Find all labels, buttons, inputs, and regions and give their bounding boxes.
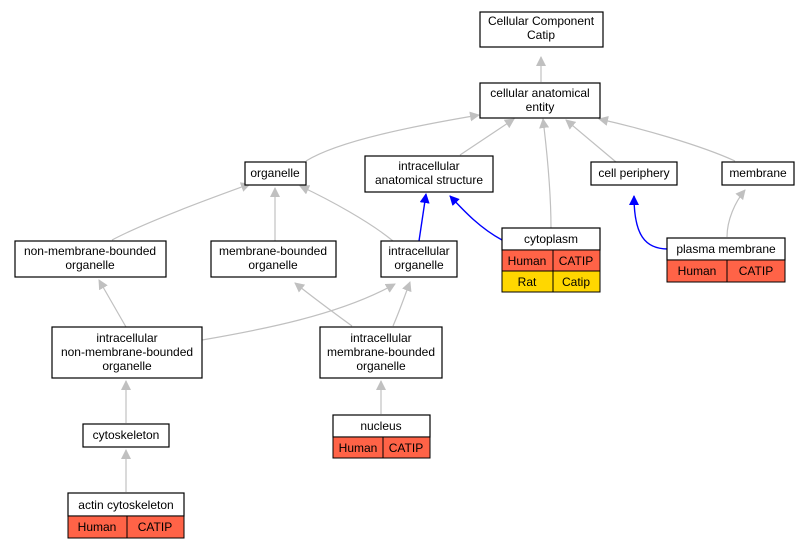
edge-membrane-cae <box>598 116 736 162</box>
node-cell-periphery-label: cell periphery <box>598 166 669 180</box>
node-root-line-1: Cellular Component <box>488 14 595 28</box>
node-ias-line-2: anatomical structure <box>375 173 483 187</box>
node-mbo-line-2: organelle <box>248 258 298 272</box>
node-nucleus[interactable]: nucleus Human CATIP <box>332 414 431 459</box>
edge-cellperiphery-cae <box>565 119 617 163</box>
plasma-membrane-ortholog-human-species: Human <box>678 264 717 278</box>
edge-organelle-cae <box>305 111 480 162</box>
edge-imbo-io <box>392 281 412 327</box>
node-io-line-2: organelle <box>394 258 444 272</box>
node-cae-line-1: cellular anatomical <box>490 86 589 100</box>
node-cae-line-2: entity <box>526 100 555 114</box>
node-cytoplasm-label: cytoplasm <box>524 232 578 246</box>
node-root-line-2: Catip <box>527 28 555 42</box>
node-cytoplasm[interactable]: cytoplasm Human CATIP Rat Catip <box>501 227 601 293</box>
node-cellular-anatomical-entity[interactable]: cellular anatomical entity <box>479 82 601 119</box>
cytoplasm-ortholog-human-species: Human <box>508 254 547 268</box>
node-intracellular-organelle[interactable]: intracellular organelle <box>380 240 458 278</box>
node-inmbo-line-3: organelle <box>102 359 152 373</box>
node-imbo-line-3: organelle <box>356 359 406 373</box>
node-actin-cytoskeleton[interactable]: actin cytoskeleton Human CATIP <box>67 492 185 539</box>
edge-ias-cae <box>459 118 515 156</box>
plasma-membrane-ortholog-human-gene-cell <box>726 259 786 283</box>
cytoplasm-ortholog-rat-species: Rat <box>518 275 537 289</box>
edge-inmbo-nmbo <box>98 279 127 328</box>
node-imbo-line-1: intracellular <box>350 331 411 345</box>
node-nmbo-line-2: organelle <box>65 258 115 272</box>
edges <box>98 56 746 492</box>
actin-cytoskeleton-ortholog-human-gene-cell <box>126 515 185 539</box>
node-actin-cytoskeleton-label: actin cytoskeleton <box>78 498 173 512</box>
node-root[interactable]: Cellular Component Catip <box>479 11 604 48</box>
plasma-membrane-ortholog-human-gene: CATIP <box>739 264 773 278</box>
node-mbo-line-1: membrane-bounded <box>219 244 327 258</box>
node-non-membrane-bounded-organelle[interactable]: non-membrane-bounded organelle <box>14 240 167 278</box>
edge-nmbo-organelle <box>111 182 251 241</box>
node-cell-periphery[interactable]: cell periphery <box>590 161 678 186</box>
edge-plasmamembrane-cellperiphery <box>629 195 669 250</box>
cytoplasm-ortholog-human-gene: CATIP <box>559 254 593 268</box>
node-io-line-1: intracellular <box>388 244 449 258</box>
node-membrane-label: membrane <box>729 166 787 180</box>
node-imbo-line-2: membrane-bounded <box>327 345 435 359</box>
node-intracellular-anatomical-structure[interactable]: intracellular anatomical structure <box>364 155 494 193</box>
node-organelle[interactable]: organelle <box>244 161 307 186</box>
node-cytoskeleton[interactable]: cytoskeleton <box>82 423 170 448</box>
edge-inmbo-io <box>201 283 396 341</box>
node-membrane[interactable]: membrane <box>721 161 795 186</box>
node-inmbo-line-1: intracellular <box>96 331 157 345</box>
node-plasma-membrane[interactable]: plasma membrane Human CATIP <box>666 237 786 283</box>
nucleus-ortholog-human-gene: CATIP <box>389 441 423 455</box>
node-intracellular-non-membrane-bounded-organelle[interactable]: intracellular non-membrane-bounded organ… <box>51 326 203 379</box>
node-organelle-label: organelle <box>250 166 300 180</box>
nucleus-ortholog-human-gene-cell <box>382 436 431 459</box>
node-intracellular-membrane-bounded-organelle[interactable]: intracellular membrane-bounded organelle <box>319 326 443 379</box>
nucleus-ortholog-human-species: Human <box>339 441 378 455</box>
edge-cytoplasm-cae <box>539 118 552 229</box>
edge-cytoplasm-ias <box>449 195 503 241</box>
edge-io-organelle <box>299 185 394 242</box>
node-inmbo-line-2: non-membrane-bounded <box>61 345 193 359</box>
actin-cytoskeleton-ortholog-human-species: Human <box>78 520 117 534</box>
cytoplasm-ortholog-rat-gene: Catip <box>562 275 590 289</box>
edge-plasmamembrane-membrane <box>726 189 746 238</box>
node-membrane-bounded-organelle[interactable]: membrane-bounded organelle <box>210 240 337 278</box>
edge-imbo-mbo <box>294 282 353 327</box>
node-nucleus-label: nucleus <box>360 419 401 433</box>
node-plasma-membrane-label: plasma membrane <box>676 242 776 256</box>
edge-io-ias <box>418 193 430 242</box>
node-cytoskeleton-label: cytoskeleton <box>93 428 160 442</box>
node-ias-line-1: intracellular <box>398 159 459 173</box>
cytoplasm-ortholog-rat-gene-cell <box>552 270 601 293</box>
actin-cytoskeleton-ortholog-human-gene: CATIP <box>138 520 172 534</box>
node-nmbo-line-1: non-membrane-bounded <box>24 244 156 258</box>
